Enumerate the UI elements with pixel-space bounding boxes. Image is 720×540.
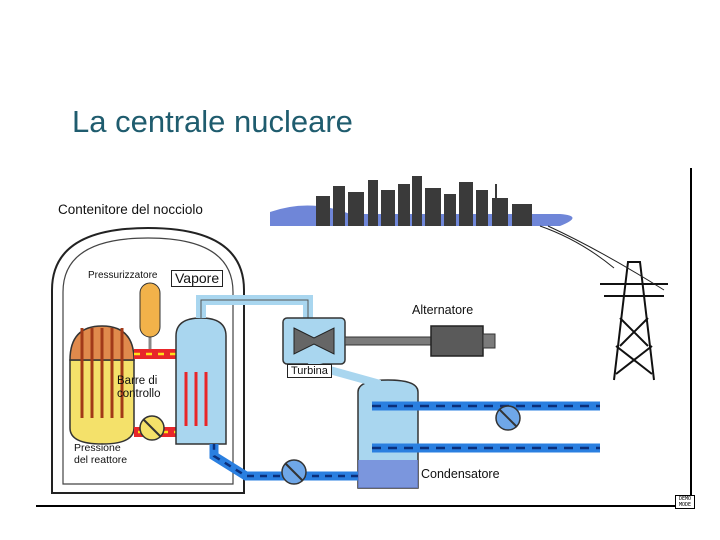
steam-generator bbox=[175, 317, 227, 445]
control-rods-label: Barre di controllo bbox=[117, 375, 161, 400]
turbine-label: Turbina bbox=[287, 364, 332, 379]
slide-title: La centrale nucleare bbox=[72, 104, 353, 139]
demo-mode-badge: DEMO MODE bbox=[675, 495, 695, 509]
steam-label: Vapore bbox=[171, 270, 224, 288]
steam-generator-coil bbox=[184, 372, 208, 426]
control-rods bbox=[80, 328, 124, 418]
pressurizer-tank bbox=[139, 282, 161, 338]
turbine-rotor bbox=[293, 327, 335, 355]
pressurizer-label: Pressurizzatore bbox=[88, 270, 158, 281]
reactor-pressure-label: Pressione del reattore bbox=[74, 442, 128, 466]
containment-label: Contenitore del nocciolo bbox=[58, 202, 203, 217]
containment-inner-wall bbox=[62, 237, 234, 485]
city-skyline bbox=[316, 176, 532, 226]
power-lines bbox=[539, 225, 665, 291]
alternator bbox=[430, 325, 484, 357]
cooling-water-loop bbox=[372, 401, 600, 453]
condenser-label: Condensatore bbox=[421, 467, 500, 481]
turbine-shaft bbox=[344, 336, 432, 346]
alternator-label: Alternatore bbox=[412, 303, 474, 317]
condenser-water bbox=[358, 460, 418, 488]
transmission-tower bbox=[600, 261, 668, 381]
